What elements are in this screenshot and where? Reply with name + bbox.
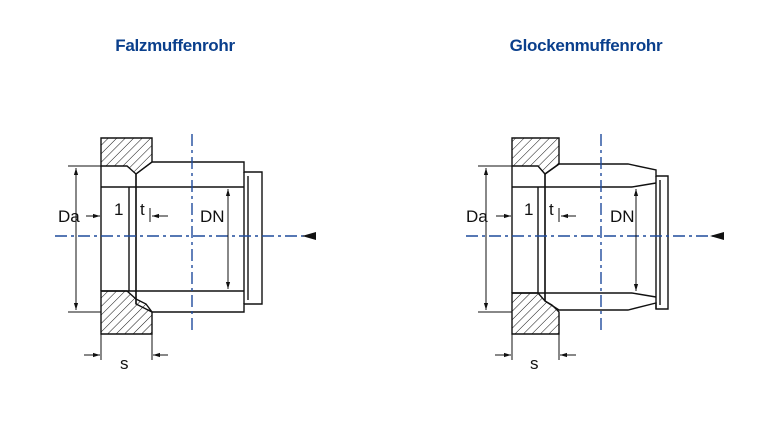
label-s-right: s — [530, 354, 539, 373]
label-dn-right: DN — [610, 207, 635, 226]
pipe-outer-contour — [544, 163, 669, 311]
label-da-right: Da — [466, 207, 488, 226]
falzmuffenrohr-drawing — [100, 137, 263, 335]
pipe-outer-contour — [135, 161, 263, 313]
label-dn-left: DN — [200, 207, 225, 226]
title-falzmuffenrohr: Falzmuffenrohr — [115, 36, 235, 55]
glockenmuffenrohr-drawing — [511, 137, 669, 335]
wall-section-bottom — [100, 290, 153, 335]
flow-arrow-right — [710, 232, 724, 240]
wall-section-bottom — [511, 292, 560, 335]
bell-inner-top — [631, 182, 657, 188]
right-dimensions — [478, 165, 639, 360]
left-dimensions — [68, 165, 231, 360]
label-t-right: t — [549, 200, 554, 219]
right-centerlines — [466, 134, 718, 332]
label-t-left: t — [140, 200, 145, 219]
bell-inner-bottom — [631, 292, 657, 298]
title-glockenmuffenrohr: Glockenmuffenrohr — [509, 36, 663, 55]
left-centerlines — [55, 134, 312, 332]
label-da-left: Da — [58, 207, 80, 226]
flow-arrow-left — [302, 232, 316, 240]
label-1-left: 1 — [114, 200, 123, 219]
label-s-left: s — [120, 354, 129, 373]
label-1-right: 1 — [524, 200, 533, 219]
